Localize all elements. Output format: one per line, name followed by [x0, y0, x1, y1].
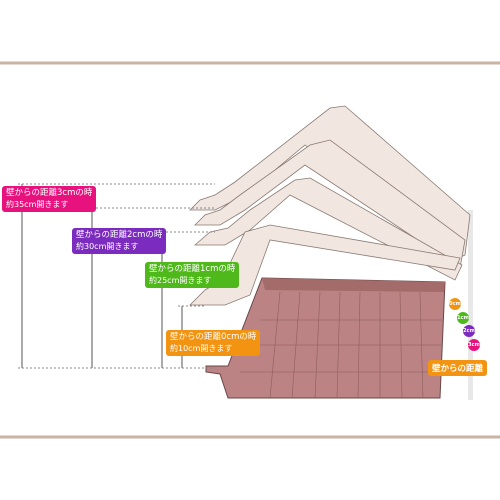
lid-open-30	[194, 139, 466, 269]
callout-0cm: 壁からの距離0cmの時 約10cm開きます	[166, 330, 261, 356]
bin-body	[205, 277, 446, 399]
lid-positions	[189, 105, 471, 306]
callout-1cm: 壁からの距離1cmの時 約25cm開きます	[145, 262, 240, 288]
wall-badge-1cm: 1cm	[457, 312, 469, 324]
callout-0cm-line2: 約10cm開きます	[170, 344, 233, 353]
wall-distance-label: 壁からの距離	[428, 360, 488, 376]
wall-badge-3cm: 3cm	[468, 339, 480, 351]
wall-badge-0cm: 0cm	[449, 298, 461, 310]
callout-3cm-line1: 壁からの距離3cmの時	[6, 188, 93, 198]
callout-2cm-line1: 壁からの距離2cmの時	[76, 230, 163, 240]
callout-1cm-line2: 約25cm開きます	[149, 276, 212, 285]
callout-2cm-line2: 約30cm開きます	[76, 242, 139, 251]
callout-2cm: 壁からの距離2cmの時 約30cm開きます	[72, 228, 167, 254]
wall	[468, 210, 473, 400]
callout-3cm: 壁からの距離3cmの時 約35cm開きます	[2, 186, 97, 212]
callout-1cm-line1: 壁からの距離1cmの時	[149, 264, 236, 274]
wall-badge-2cm: 2cm	[463, 325, 475, 337]
callout-3cm-line2: 約35cm開きます	[6, 200, 69, 209]
callout-0cm-line1: 壁からの距離0cmの時	[170, 332, 257, 342]
